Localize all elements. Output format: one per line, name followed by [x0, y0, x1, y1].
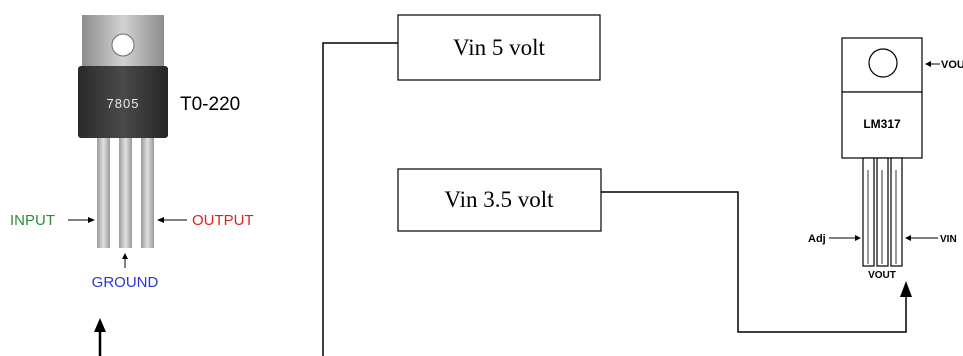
lm317-pin-ribs: [867, 170, 897, 264]
lm317-adj-label: Adj: [808, 233, 826, 245]
package-label: T0-220: [180, 94, 240, 115]
lm317-vin-label: VIN: [940, 234, 957, 245]
output-arrow: [157, 217, 187, 223]
regulator-7805-body: [78, 66, 168, 138]
wire-vin5: [322, 42, 398, 356]
output-label: OUTPUT: [192, 212, 254, 229]
lm317-adj-arrow: [829, 235, 861, 241]
ground-label: GROUND: [92, 274, 159, 291]
ground-arrow: [122, 253, 128, 268]
vin-5-volt-box: Vin 5 volt: [397, 14, 601, 81]
vin-3-5-volt-label: Vin 3.5 volt: [444, 187, 554, 212]
lm317-tab-arrow: [925, 61, 940, 67]
lm317-vout-label: VOUT: [868, 270, 896, 281]
regulator-7805-mounting-hole: [111, 33, 135, 57]
regulator-7805-part-number: 7805: [107, 96, 140, 111]
regulator-7805-pin-input: [97, 138, 110, 248]
lm317-part-number: LM317: [863, 117, 901, 131]
vin-3-5-volt-box: Vin 3.5 volt: [397, 168, 602, 232]
vin-5-volt-label: Vin 5 volt: [453, 35, 546, 60]
lm317-pins: [862, 157, 903, 267]
wire-vin35: [601, 191, 912, 333]
ground-input-arrow: [94, 318, 106, 356]
lm317-tab-label: VOU: [941, 59, 963, 71]
regulator-7805-pin-output: [141, 138, 154, 248]
regulator-7805-pin-ground: [119, 138, 132, 248]
input-arrow: [68, 217, 95, 223]
lm317-vin-arrow: [905, 235, 938, 241]
regulator-7805: 7805: [78, 15, 168, 248]
input-label: INPUT: [10, 212, 55, 229]
lm317-body: [841, 91, 923, 159]
regulator-lm317: LM317: [841, 37, 923, 267]
lm317-mounting-hole: [868, 48, 898, 78]
